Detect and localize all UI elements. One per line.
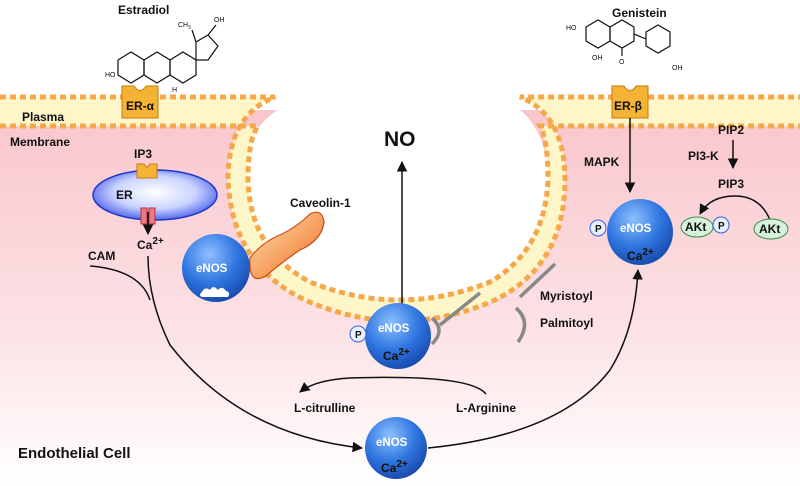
er-calcium: Ca2+ <box>137 236 164 252</box>
genistein-oh-bottom: OH <box>592 55 603 62</box>
enos-mapk-phospho <box>589 219 607 237</box>
estradiol-ho: HO <box>105 72 116 79</box>
enos-mapk-label: eNOS <box>620 223 652 235</box>
calcium-cam-arrow <box>147 255 364 453</box>
cam-label: CAM <box>88 249 115 263</box>
mapk-label: MAPK <box>584 155 620 169</box>
no-label: NO <box>384 128 416 151</box>
myristoyl-chain-center <box>438 291 482 327</box>
enos-active-label: eNOS <box>378 323 410 335</box>
ip3-receptor <box>136 163 158 179</box>
enos-caveolae-label: eNOS <box>196 263 228 275</box>
caveolin-label: Caveolin-1 <box>290 196 351 210</box>
enos-active-phospho <box>349 325 367 343</box>
palmitoyl-chain <box>514 306 527 344</box>
ca-channel-left <box>140 207 148 225</box>
estradiol-oh: OH <box>214 17 225 24</box>
akt-phospho-label: P <box>718 221 725 232</box>
er-beta-receptor <box>611 85 649 119</box>
akt-inactive-label: AKt <box>759 222 780 236</box>
enos-active-phospho-label: P <box>355 330 362 341</box>
calcium-to-enos-arrow <box>427 268 643 449</box>
enos-mapk-phospho-label: P <box>595 224 602 235</box>
pip2-label: PIP2 <box>718 123 744 137</box>
enos-caveolae <box>182 234 250 302</box>
enos-active-calcium: Ca2+ <box>383 347 410 363</box>
er-label: ER <box>116 188 133 202</box>
er-alpha-receptor <box>121 85 159 119</box>
enos-bottom-label: eNOS <box>376 437 408 449</box>
estradiol-methyl: CH3 <box>178 22 191 31</box>
pi3k-label: PI3-K <box>688 149 719 163</box>
genistein-structure <box>585 19 671 56</box>
palmitoyl-label: Palmitoyl <box>540 316 593 330</box>
akt-phosphorylated-label: AKt <box>685 220 706 234</box>
endothelial-cell-label: Endothelial Cell <box>18 445 131 462</box>
estradiol-label: Estradiol <box>118 3 169 17</box>
citrulline-label: L-citrulline <box>294 401 356 415</box>
enos-mapk-calcium: Ca2+ <box>627 247 654 263</box>
genistein-oh-right: OH <box>672 65 683 72</box>
akt-activation-arrow <box>699 195 771 221</box>
estradiol-structure <box>117 24 219 84</box>
enos-mapk <box>607 199 673 265</box>
ca-channel-right <box>148 207 156 225</box>
enos-bottom <box>365 417 427 479</box>
arginine-conversion-arrow <box>299 376 487 395</box>
genistein-label: Genistein <box>612 6 667 20</box>
cam-join-line <box>89 265 151 301</box>
myristoyl-chain <box>518 262 557 299</box>
myristoyl-label: Myristoyl <box>540 289 593 303</box>
caveolin-1 <box>249 211 325 280</box>
akt-inactive <box>753 218 789 240</box>
er-alpha-label: ER-α <box>126 99 155 113</box>
membrane-label-plasma: Plasma <box>22 110 64 124</box>
enos-caveolae-cloud <box>200 287 230 297</box>
enos-bottom-calcium: Ca2+ <box>381 459 408 475</box>
estradiol-h: H <box>172 87 177 94</box>
membrane-label-membrane: Membrane <box>10 135 70 149</box>
er-beta-label: ER-β <box>614 99 642 113</box>
ip3-label: IP3 <box>134 147 152 161</box>
arginine-label: L-Arginine <box>456 401 516 415</box>
akt-phospho <box>712 216 730 234</box>
membrane-inner-edge <box>0 123 800 303</box>
plasma-membrane <box>0 97 800 321</box>
pip3-label: PIP3 <box>718 177 744 191</box>
enos-active <box>365 303 431 369</box>
palmitoyl-anchor-on-enos <box>430 316 441 346</box>
genistein-ho-top: HO <box>566 25 577 32</box>
genistein-o: O <box>619 59 625 66</box>
